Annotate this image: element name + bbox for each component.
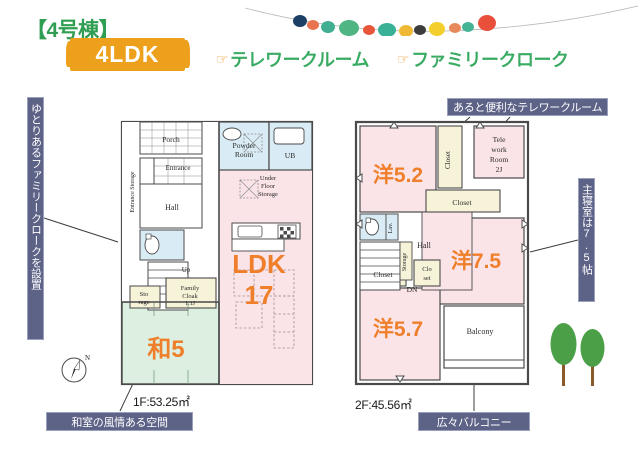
feature-tag-family-cloak-label: ファミリークローク: [411, 50, 569, 70]
area-label-1f: 1F:53.25㎡: [133, 395, 190, 409]
feature-tag-family-cloak: ☞ファミリークローク: [397, 46, 569, 72]
label-entrance: Entrance: [166, 164, 191, 172]
label-closet-center: Closet: [452, 198, 472, 207]
label-storage-1f-1: Sto: [140, 291, 149, 298]
label-telework-3: Room: [490, 155, 509, 164]
label-telework-1: Tele: [493, 135, 506, 144]
area-label-2f: 2F:45.56㎡: [355, 398, 412, 412]
callout-family-cloak: ゆとりあるファミリークロークを設置: [27, 97, 44, 340]
label-telework-2: work: [491, 145, 507, 154]
label-balcony: Balcony: [467, 327, 494, 336]
label-storage-2f: Storage: [402, 252, 408, 271]
pointing-hand-icon: ☞: [397, 51, 410, 67]
pointing-hand-icon: ☞: [216, 51, 229, 67]
label-entrance-storage: Entrance Storage: [130, 171, 136, 212]
feature-tag-telework-label: テレワークルーム: [230, 50, 369, 70]
label-stairs-down: DN: [407, 285, 418, 294]
compass-north-label: N: [85, 354, 90, 362]
label-telework-size: 2J: [496, 165, 503, 174]
label-ldk: LDK: [232, 249, 286, 279]
label-family-cloak-1: Family: [181, 285, 200, 292]
label-storage-1f-2: rage: [138, 299, 149, 306]
callout-master-bedroom: 主寝室は7.5帖: [578, 178, 595, 302]
garland-decoration: [245, 5, 639, 36]
label-powder-room: Powder: [233, 141, 256, 150]
label-main-bedroom: 洋7.5: [451, 249, 502, 273]
label-hall-1f: Hall: [165, 203, 180, 212]
label-porch: Porch: [162, 135, 180, 144]
feature-tag-telework: ☞テレワークルーム: [216, 46, 369, 72]
label-closet-se-1: Clo: [422, 266, 431, 273]
label-powder-room-2: Room: [235, 150, 254, 159]
label-closet-sw: Closet: [373, 270, 393, 279]
label-family-cloak-3: 1.1J: [185, 301, 196, 307]
label-ufs-1: Under: [260, 175, 277, 182]
label-washitsu: 和5: [147, 336, 184, 363]
label-unit-bath: UB: [285, 151, 295, 160]
label-hall-2f: Hall: [417, 241, 432, 250]
label-closet-se-2: set: [423, 275, 430, 282]
callout-washitsu: 和室の風情ある空間: [46, 412, 193, 431]
label-ufs-3: Storage: [258, 191, 278, 198]
floorplan-2f: 洋5.2 Closet Tele work Room 2J Closet 洋7.…: [354, 120, 530, 386]
callout-balcony: 広々バルコニー: [418, 412, 530, 431]
label-lavatory: Lav.: [388, 222, 394, 233]
label-ldk-size: 17: [245, 280, 274, 310]
callout-telework-room: あると便利なテレワークルーム: [447, 98, 609, 116]
label-ufs-2: Floor: [261, 183, 276, 190]
label-bedroom-west: 洋5.2: [373, 163, 423, 187]
layout-badge: 4LDK: [66, 38, 190, 71]
page-title: 【4号棟】: [26, 19, 120, 42]
compass-icon: N: [61, 354, 90, 383]
label-closet-north: Closet: [444, 151, 452, 169]
label-bedroom-south: 洋5.7: [373, 317, 423, 341]
label-family-cloak-2: Cloak: [182, 293, 198, 300]
floorplan-1f: Porch Entrance Entrance Storage Hall Pow…: [120, 120, 314, 386]
layout-badge-label: 4LDK: [95, 41, 160, 67]
tree-decorations: [550, 323, 605, 386]
label-stairs-up: Up: [182, 266, 191, 274]
